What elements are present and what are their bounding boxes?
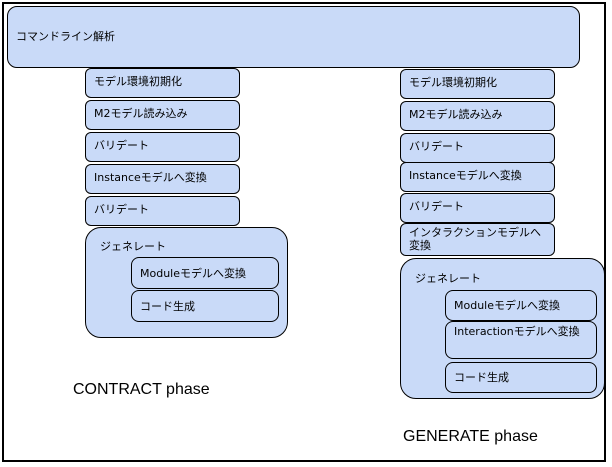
generate-step-validate-2: バリデート — [400, 193, 555, 223]
contract-phase-label: CONTRACT phase — [73, 381, 210, 398]
generate-step-validate-1: バリデート — [400, 133, 555, 163]
contract-generate-group: ジェネレート Moduleモデルへ変換 コード生成 — [85, 227, 288, 338]
generate-gen-item-label: Interactionモデルへ変換 — [454, 325, 580, 338]
contract-step-label: Instanceモデルへ変換 — [94, 171, 207, 184]
generate-step-to-instance: Instanceモデルへ変換 — [400, 162, 555, 192]
generate-step-label: Instanceモデルへ変換 — [409, 169, 522, 182]
generate-gen-to-interaction: Interactionモデルへ変換 — [445, 321, 597, 359]
contract-step-validate-2: バリデート — [85, 196, 240, 226]
generate-gen-item-label: Moduleモデルへ変換 — [454, 299, 560, 312]
contract-step-to-instance: Instanceモデルへ変換 — [85, 164, 240, 194]
generate-phase-label: GENERATE phase — [403, 428, 538, 445]
contract-step-label: バリデート — [94, 139, 149, 152]
generate-step-init-env: モデル環境初期化 — [400, 69, 555, 99]
contract-generate-title: ジェネレート — [100, 240, 166, 253]
command-line-parse-box: コマンドライン解析 — [7, 6, 580, 68]
generate-gen-to-module: Moduleモデルへ変換 — [445, 290, 597, 321]
contract-gen-item-label: コード生成 — [140, 300, 195, 313]
command-line-parse-label: コマンドライン解析 — [16, 30, 115, 43]
generate-generate-title: ジェネレート — [415, 272, 481, 285]
contract-step-init-env: モデル環境初期化 — [85, 68, 240, 98]
generate-step-label: バリデート — [409, 140, 464, 153]
generate-step-load-m2: M2モデル読み込み — [400, 101, 555, 131]
generate-generate-group: ジェネレート Moduleモデルへ変換 Interactionモデルへ変換 コー… — [400, 258, 605, 399]
contract-step-label: M2モデル読み込み — [94, 107, 188, 120]
generate-gen-item-label: コード生成 — [454, 371, 509, 384]
generate-step-to-interaction: インタラクションモデルへ変換 — [400, 223, 555, 256]
contract-step-label: バリデート — [94, 203, 149, 216]
generate-step-label: M2モデル読み込み — [409, 108, 503, 121]
contract-step-load-m2: M2モデル読み込み — [85, 100, 240, 130]
contract-step-label: モデル環境初期化 — [94, 75, 182, 88]
contract-step-validate-1: バリデート — [85, 132, 240, 162]
generate-step-label: バリデート — [409, 200, 464, 213]
contract-gen-item-label: Moduleモデルへ変換 — [140, 267, 246, 280]
generate-step-label: モデル環境初期化 — [409, 76, 497, 89]
generate-step-label: インタラクションモデルへ変換 — [409, 226, 541, 252]
contract-gen-to-module: Moduleモデルへ変換 — [131, 257, 279, 289]
generate-gen-code: コード生成 — [445, 362, 597, 393]
contract-gen-code: コード生成 — [131, 290, 279, 322]
